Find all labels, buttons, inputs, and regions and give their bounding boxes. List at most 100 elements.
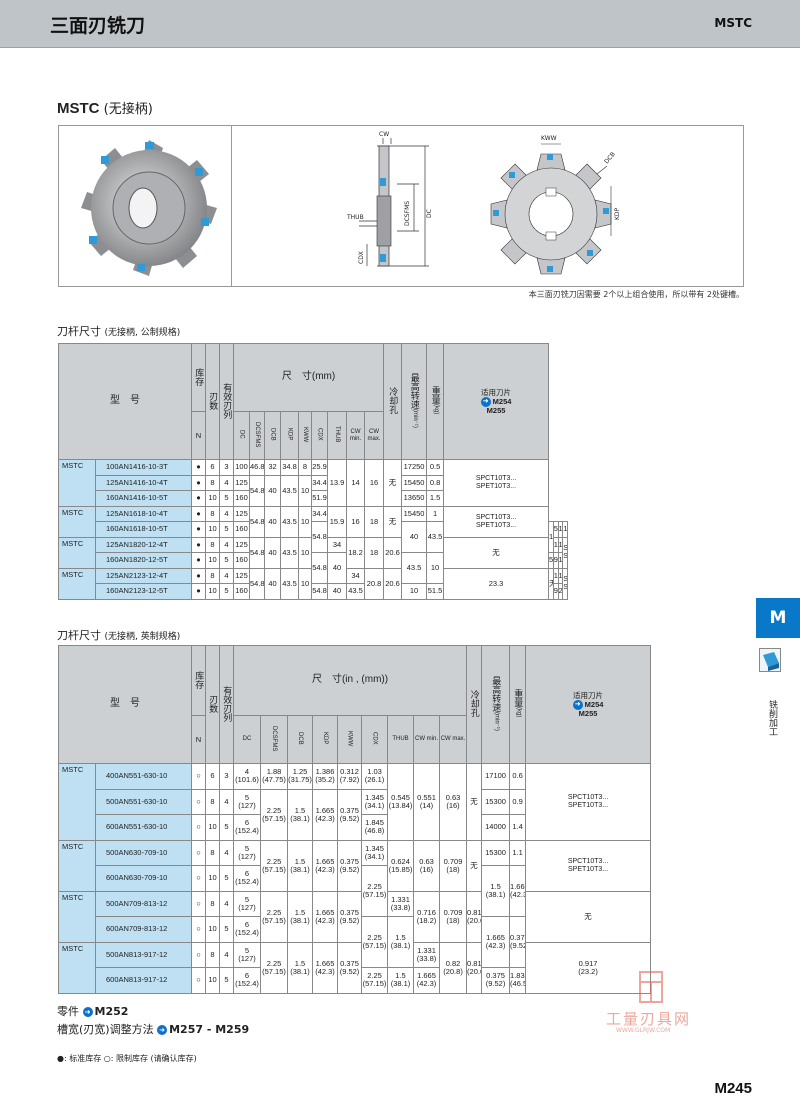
stock-cell: ○: [191, 839, 206, 866]
cool-cell: 无: [383, 459, 403, 507]
dc-cell: 125: [233, 536, 250, 553]
kww-cell: 0.375(9.52): [481, 967, 511, 994]
kdp-cell: 1.665(42.3): [509, 865, 527, 917]
weight-cell: 1: [426, 505, 445, 522]
kww-cell: 10: [298, 474, 312, 507]
thub-cell: 0.82(20.8): [438, 941, 468, 994]
model-cell: 125AN1416-10-4T: [95, 474, 192, 491]
eff-cell: 4: [219, 890, 234, 917]
inserts-cell: SPCT10T3...SPET10T3...: [525, 763, 652, 841]
weight-cell: 1.8: [557, 552, 564, 569]
insert-ref-link-2[interactable]: M255: [486, 405, 506, 415]
side-view-drawing: CW THUB DCSFMS DC CDX: [346, 131, 433, 267]
cdx-cell: 34: [346, 567, 365, 584]
dcb-cell: 40: [264, 536, 281, 569]
teeth-cell: 10: [205, 583, 220, 600]
cdx-cell: 34.4: [311, 505, 328, 522]
kdp-cell: 43.5: [426, 521, 445, 553]
insert-ref-link-1[interactable]: ➜M254: [445, 396, 548, 407]
hdr-wt: 重量(kg): [426, 343, 445, 460]
kdp-cell: 1.665(42.3): [481, 916, 511, 968]
hdr-inserts-label: 适用刀片: [481, 387, 512, 397]
teeth-cell: 10: [205, 552, 220, 569]
kdp-cell: 43.5: [346, 583, 365, 600]
kdp-cell: 43.5: [280, 567, 299, 600]
imperial-section-title: 刀杆尺寸 (无接柄, 英制规格): [57, 627, 180, 643]
weight-cell: 1.1: [509, 839, 527, 866]
dcsfms-cell: 54.8: [249, 567, 265, 600]
insert-ref-link-imp-2[interactable]: M255: [578, 708, 598, 718]
teeth-cell: 10: [205, 490, 220, 507]
cdx-cell: 34.4: [311, 474, 328, 491]
table-row: 160AN1618-10-5T●10516054.84043.51051.913…: [59, 521, 568, 553]
thub-cell: 20.8: [363, 567, 385, 600]
cwmax-cell: 23.3: [443, 567, 550, 600]
inserts-cell: SDCT1204...SDET1204...: [562, 567, 568, 600]
teeth-cell: 6: [205, 459, 220, 476]
hdr-cwmin-imp: CW min.: [413, 715, 440, 764]
parts-ref-link[interactable]: ➜M252: [82, 1005, 128, 1018]
hdr-kww-imp: KWW: [337, 715, 362, 764]
eff-cell: 4: [219, 505, 234, 522]
section-tab-m[interactable]: M: [756, 598, 800, 638]
series-cell: MSTC: [58, 505, 96, 538]
dcb-cell: 40: [264, 474, 281, 507]
thub-cell: 0.545(13.84): [387, 763, 414, 841]
series-cell: MSTC: [58, 459, 96, 507]
page-title: 三面刃铣刀: [50, 15, 146, 37]
eff-cell: 3: [219, 763, 234, 790]
hdr-model-imp: 型 号: [58, 645, 192, 764]
arrow-right-icon: ➜: [82, 1007, 93, 1017]
model-cell: 500AN551-630-10: [95, 788, 192, 815]
table-row: 160AN2123-12-5T●10516054.84043.51051.591…: [59, 583, 568, 600]
slot-ref-link[interactable]: ➜M257 - M259: [157, 1023, 249, 1036]
inserts-cell: SDCT1204...SDET1204...: [562, 536, 568, 569]
kww-cell: 10: [298, 567, 312, 600]
cool-cell: 无: [466, 839, 483, 892]
teeth-cell: 10: [205, 814, 220, 841]
kww-cell: 10: [298, 505, 312, 538]
series-cell: MSTC: [58, 763, 96, 841]
hdr-wt-imp: 重量(kg): [509, 645, 527, 764]
milling-icon: [759, 648, 781, 672]
weight-cell: 0.5: [426, 459, 445, 476]
hdr-thub-imp: THUB: [387, 715, 414, 764]
hdr-inserts: 适用刀片 ➜M254 M255: [443, 343, 550, 460]
eff-cell: 5: [219, 490, 234, 507]
cwmin-cell: 0.551(14): [413, 763, 440, 841]
dcsfms-cell: 54.8: [311, 521, 328, 553]
model-cell: 125AN1820-12-4T: [95, 536, 192, 553]
dcsfms-cell: 54.8: [249, 536, 265, 569]
stock-cell: ●: [191, 583, 206, 600]
eff-cell: 5: [219, 916, 234, 943]
cwmax-cell: 0.709(18): [438, 839, 468, 892]
hdr-cdx: CDX: [311, 411, 328, 460]
dcsfms-cell: 2.25(57.15): [361, 967, 388, 994]
kww-cell: 0.312(7.92): [337, 763, 362, 790]
teeth-cell: 8: [205, 839, 220, 866]
thub-cell: 0.716(18.2): [413, 890, 440, 943]
dc-cell: 160: [233, 583, 250, 600]
cwmax-cell: 16: [363, 459, 385, 507]
model-cell: 600AN630-709-10: [95, 865, 192, 892]
hdr-dcb-imp: DCB: [287, 715, 313, 764]
inserts-cell: SPCT10T3...SPET10T3...: [525, 839, 652, 892]
hdr-dcsfms: DCSFMS: [249, 411, 265, 460]
kww-cell: 0.375(9.52): [337, 839, 362, 892]
teeth-cell: 6: [205, 763, 220, 790]
teeth-cell: 8: [205, 567, 220, 584]
hdr-cwmax-imp: CW max.: [438, 715, 468, 764]
weight-cell: 1.8: [562, 521, 568, 538]
kdp-cell: 1.665(42.3): [312, 788, 338, 841]
stock-cell: ○: [191, 967, 206, 994]
kdp-cell: 1.665(42.3): [413, 967, 440, 994]
eff-cell: 5: [219, 814, 234, 841]
cdx-cell: 51.5: [426, 583, 445, 600]
kdp-cell: 43.5: [280, 474, 299, 507]
insert-ref-link-imp-1[interactable]: ➜M254: [527, 699, 650, 710]
stock-cell: ○: [191, 814, 206, 841]
